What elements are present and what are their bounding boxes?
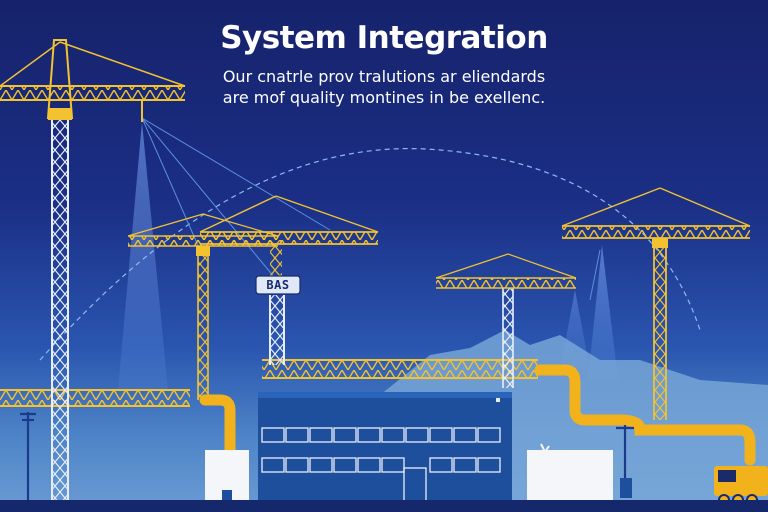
tower-crane-icon: [435, 253, 577, 388]
crane-wires: [141, 117, 601, 301]
page-subtitle: Our cnatrle prov tralutions ar eliendard…: [0, 66, 768, 108]
pipe-icon: [199, 364, 756, 466]
white-block-right-mark: [540, 443, 550, 454]
utility-pole-icon: [20, 412, 634, 500]
subtitle-line-1: Our cnatrle prov tralutions ar eliendard…: [222, 67, 546, 86]
page-title: System Integration: [220, 20, 548, 56]
tower-crane-icon: [0, 39, 186, 500]
subtitle-line-2: are mof quality montines in be exellenc.: [222, 88, 546, 107]
tower-crane-icon: [561, 187, 751, 420]
low-trusses: [0, 359, 538, 407]
tower-crane-icon: [199, 195, 379, 365]
ground: [0, 500, 768, 512]
building-icon: [258, 392, 512, 512]
sign-label: BAS: [266, 278, 290, 292]
